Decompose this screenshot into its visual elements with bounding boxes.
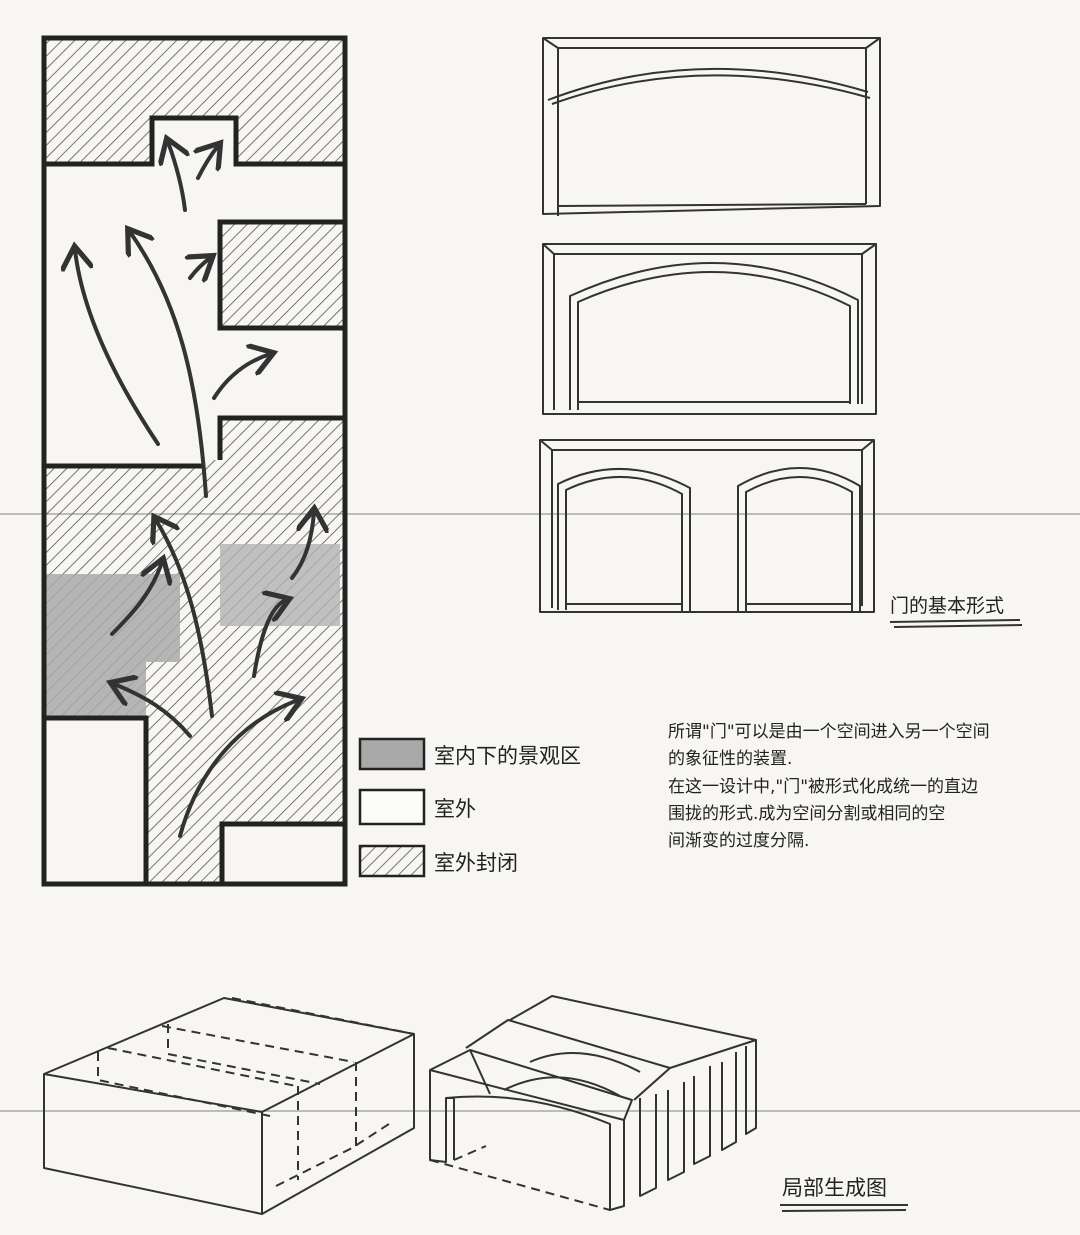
description-line: 在这一设计中,"门"被形式化成统一的直边 <box>668 777 978 797</box>
caption-underline <box>893 624 1023 628</box>
plan-wall-bottom-left <box>44 715 149 884</box>
generation-arch-sketch <box>429 995 757 1211</box>
plan-wall-step <box>44 415 345 469</box>
generation-caption: 局部生成图 <box>782 1176 887 1200</box>
door-form-1 <box>542 37 881 216</box>
landscape-zone-left <box>44 574 180 718</box>
legend-label-landscape: 室内下的景观区 <box>434 744 581 768</box>
caption-underline <box>889 619 1021 623</box>
caption-underline <box>781 1209 907 1212</box>
enclosed-outdoor-top <box>44 38 345 164</box>
plan-wall-notch <box>44 115 345 167</box>
legend-swatch-enclosed <box>358 844 426 878</box>
door-form-3 <box>539 439 875 613</box>
door-forms-caption: 门的基本形式 <box>890 595 1004 617</box>
legend-label-enclosed: 室外封闭 <box>434 851 518 875</box>
plan-wall-block <box>217 219 345 331</box>
landscape-zone-right <box>220 544 340 626</box>
door-form-2 <box>542 243 877 415</box>
legend-swatch-outdoor <box>358 788 426 826</box>
generation-block-sketch <box>43 997 415 1215</box>
description-line: 的象征性的装置. <box>668 749 792 769</box>
legend: 室内下的景观区 室外 室外封闭 <box>358 737 581 878</box>
circulation-arrows <box>75 142 314 838</box>
enclosed-outdoor-middle <box>220 222 345 328</box>
description-line: 间渐变的过度分隔. <box>668 831 809 851</box>
floor-plan <box>41 35 348 887</box>
legend-swatch-landscape <box>358 737 426 771</box>
description-line: 围拢的形式.成为空间分割或相同的空 <box>668 804 945 824</box>
legend-label-outdoor: 室外 <box>434 797 476 821</box>
plan-wall-bottom-right <box>219 821 345 884</box>
plan-outer-wall <box>41 35 348 887</box>
description-line: 所谓"门"可以是由一个空间进入另一个空间 <box>668 722 990 742</box>
enclosed-outdoor-lower <box>44 418 345 884</box>
description-text: 所谓"门"可以是由一个空间进入另一个空间 的象征性的装置. 在这一设计中,"门"… <box>668 722 990 851</box>
